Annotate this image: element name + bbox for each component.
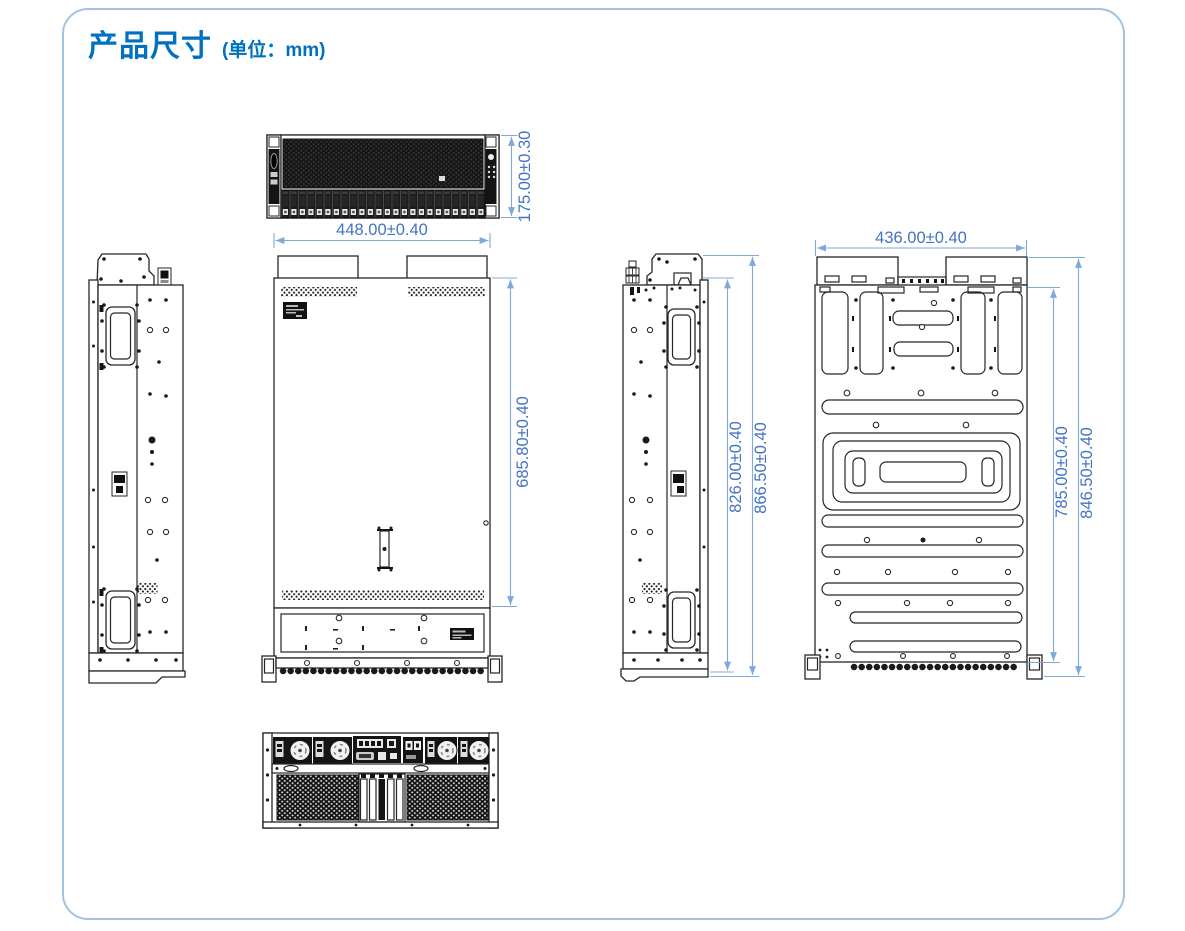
dim-bottom-width-label: 436.00±0.40 — [875, 229, 967, 247]
psu-module-3 — [425, 737, 458, 764]
dimension-bottom-depth-inner: 785.00±0.40 — [1028, 286, 1071, 664]
side-right-warning-label — [670, 470, 687, 497]
dim-bottom-depth-inner-label: 785.00±0.40 — [1053, 426, 1071, 518]
dim-side-height-inner-label: 826.00±0.40 — [727, 421, 745, 513]
front-view — [266, 134, 500, 219]
dimension-side-height-outer: 866.50±0.40 — [703, 254, 770, 678]
dimension-top-width: 448.00±0.40 — [273, 221, 491, 248]
top-product-label — [283, 302, 307, 319]
dim-front-height-label: 175.00±0.30 — [516, 131, 534, 223]
side-view-right — [620, 253, 709, 682]
side-view-left — [88, 253, 186, 684]
dim-top-width-label: 448.00±0.40 — [336, 221, 428, 239]
psu-module-1 — [273, 737, 312, 764]
front-mesh-grille — [282, 138, 484, 189]
top-vent-strip-left — [281, 287, 357, 297]
top-serial-label — [450, 628, 474, 640]
bottom-view — [804, 256, 1043, 680]
page-title: 产品尺寸 — [88, 30, 212, 63]
side-left-handle-lower — [99, 587, 141, 654]
side-left-vent-patch — [137, 583, 158, 594]
top-view — [261, 255, 503, 683]
front-power-button-icon — [488, 154, 494, 160]
dimension-bottom-depth-outer: 846.50±0.40 — [1029, 256, 1096, 678]
side-right-spring — [625, 260, 640, 284]
rear-grille-right — [406, 774, 489, 821]
top-vent-strip-bottom — [282, 590, 484, 600]
dim-side-height-outer-label: 866.50±0.40 — [752, 422, 770, 514]
psu-module-4 — [458, 737, 490, 764]
rear-view — [262, 732, 499, 829]
front-drive-bays — [280, 189, 486, 219]
rear-io-panel — [353, 736, 401, 763]
side-right-handle-upper — [662, 305, 701, 369]
side-right-handle-lower — [662, 588, 701, 652]
front-left-handle-icon — [270, 153, 278, 169]
top-vent-strip-right — [408, 287, 485, 297]
dimension-top-depth: 685.80±0.40 — [492, 277, 532, 608]
side-right-vent-patch — [642, 583, 662, 594]
dimension-side-height-inner: 826.00±0.40 — [703, 277, 745, 673]
dimension-front-height: 175.00±0.30 — [501, 131, 534, 223]
top-center-handle — [377, 526, 393, 572]
dim-top-depth-label: 685.80±0.40 — [514, 396, 532, 488]
dim-bottom-depth-outer-label: 846.50±0.40 — [1078, 427, 1096, 519]
side-left-warning-label — [111, 471, 128, 497]
dimension-bottom-width: 436.00±0.40 — [814, 229, 1028, 256]
page-title-row: 产品尺寸 (单位：mm) — [88, 21, 325, 65]
side-left-handle-upper — [99, 303, 141, 370]
bottom-stamped-recess — [822, 432, 1021, 511]
rear-grille-left — [276, 774, 359, 821]
rear-port-module — [403, 737, 423, 763]
psu-module-2 — [313, 737, 352, 764]
title-unit-label: (单位：mm) — [222, 40, 326, 61]
